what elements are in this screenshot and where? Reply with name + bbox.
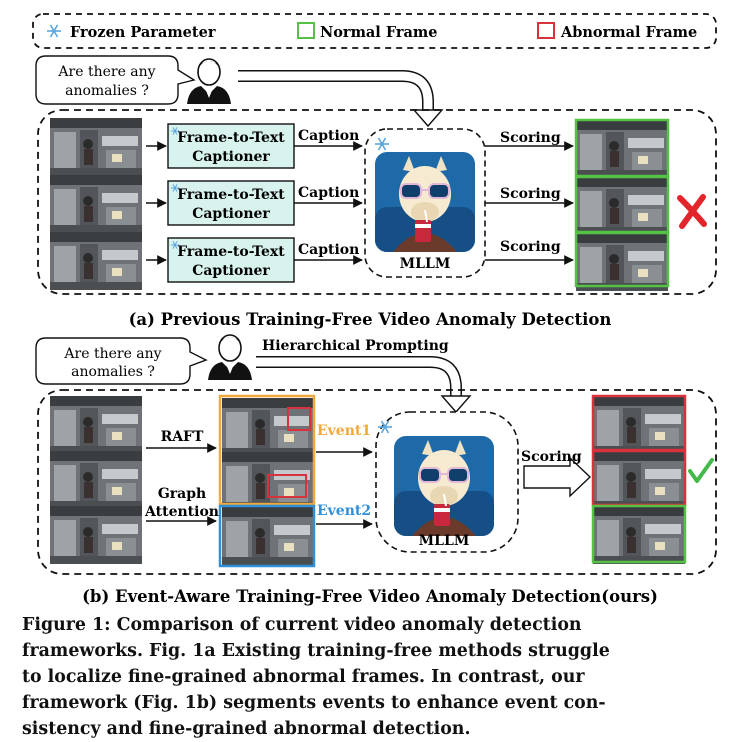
graph-label-line1: Graph bbox=[158, 486, 206, 502]
event2-label: Event2 bbox=[317, 503, 371, 519]
event1-group-border bbox=[218, 394, 316, 506]
question-bubble-a bbox=[35, 55, 196, 105]
input-frame-a3 bbox=[50, 232, 142, 290]
input-frame-b1 bbox=[50, 396, 142, 454]
panel-b-border bbox=[37, 389, 717, 575]
scoring-label-b: Scoring bbox=[521, 449, 582, 465]
scoring-arrow-b bbox=[523, 456, 592, 498]
snowflake-icon bbox=[46, 24, 62, 38]
caption-line: sistency and fine-grained abnormal detec… bbox=[22, 719, 471, 739]
event1-label: Event1 bbox=[317, 423, 371, 439]
user-icon bbox=[207, 334, 253, 381]
event-frame-1 bbox=[222, 398, 314, 456]
user-icon bbox=[186, 58, 232, 105]
caption-line: frameworks. Fig. 1a Existing training-fr… bbox=[22, 641, 610, 661]
legend-normal-label: Normal Frame bbox=[320, 24, 438, 41]
panel-a: Are there any anomalies ? Frame-to-Text … bbox=[35, 55, 717, 329]
panel-a-border bbox=[37, 109, 717, 295]
captioner-label-line1: Frame-to-Text bbox=[177, 187, 285, 203]
legend-abnormal-label: Abnormal Frame bbox=[560, 24, 697, 41]
panel-b: Are there any anomalies ? Hierarchical P… bbox=[35, 334, 717, 606]
input-frame-a1 bbox=[50, 118, 142, 176]
event2-group-border bbox=[218, 504, 316, 568]
panel-a-subtitle: (a) Previous Training-Free Video Anomaly… bbox=[129, 310, 612, 329]
figure-caption: Figure 1: Comparison of current video an… bbox=[22, 612, 722, 742]
captioner-box-a2: Frame-to-Text Captioner bbox=[167, 180, 295, 226]
llama-model-icon bbox=[393, 435, 495, 537]
caption-label-a3: Caption bbox=[298, 242, 359, 258]
graph-label-line2: Attention bbox=[144, 504, 219, 520]
captioner-label-line1: Frame-to-Text bbox=[177, 244, 285, 260]
prompt-arrow-head-b bbox=[440, 395, 472, 414]
captioner-label-line2: Captioner bbox=[192, 149, 270, 165]
check-mark-icon bbox=[688, 458, 714, 483]
diagram-svg: Frozen Parameter Normal Frame Abnormal F… bbox=[32, 13, 717, 606]
question-a-line2: anomalies ? bbox=[65, 83, 149, 99]
scoring-label-a1: Scoring bbox=[500, 130, 561, 146]
input-frame-b3 bbox=[50, 506, 142, 564]
llama-model-icon bbox=[374, 151, 476, 253]
caption-line: framework (Fig. 1b) segments events to e… bbox=[22, 693, 606, 713]
input-frame-a2 bbox=[50, 175, 142, 233]
captioner-box-a3: Frame-to-Text Captioner bbox=[167, 237, 295, 283]
captioner-label-line2: Captioner bbox=[192, 206, 270, 222]
captioner-box-a1: Frame-to-Text Captioner bbox=[167, 123, 295, 169]
legend: Frozen Parameter Normal Frame Abnormal F… bbox=[32, 13, 717, 49]
scoring-label-a2: Scoring bbox=[500, 186, 561, 202]
legend-normal-swatch bbox=[297, 22, 315, 39]
input-frame-b2 bbox=[50, 451, 142, 509]
event-frame-3 bbox=[222, 507, 314, 565]
output-frame-a1 bbox=[576, 120, 668, 178]
captioner-label-line1: Frame-to-Text bbox=[177, 130, 285, 146]
question-bubble-b bbox=[35, 337, 208, 385]
caption-label-a1: Caption bbox=[298, 128, 359, 144]
legend-frozen-label: Frozen Parameter bbox=[70, 24, 216, 41]
question-b-line1: Are there any bbox=[63, 346, 161, 362]
prompt-arrow-head-a bbox=[412, 109, 444, 128]
anomaly-box-1 bbox=[287, 407, 311, 431]
cross-mark-icon bbox=[677, 194, 707, 229]
anomaly-box-2 bbox=[267, 474, 307, 498]
output-frame-b3 bbox=[593, 506, 685, 564]
legend-abnormal-swatch bbox=[537, 22, 555, 39]
raft-label: RAFT bbox=[161, 429, 204, 445]
caption-label-a2: Caption bbox=[298, 185, 359, 201]
hierarchical-prompting-label: Hierarchical Prompting bbox=[262, 338, 449, 354]
mllm-label-b: MLLM bbox=[419, 533, 470, 549]
captioner-label-line2: Captioner bbox=[192, 263, 270, 279]
mllm-label-a: MLLM bbox=[400, 256, 451, 272]
question-a-line1: Are there any bbox=[57, 64, 155, 80]
caption-line: to localize fine-grained abnormal frames… bbox=[22, 667, 585, 687]
caption-line: Figure 1: Comparison of current video an… bbox=[22, 615, 582, 635]
output-frame-a3 bbox=[576, 233, 668, 291]
legend-border bbox=[32, 13, 717, 49]
question-b-line2: anomalies ? bbox=[71, 364, 155, 380]
output-frame-a2 bbox=[576, 177, 668, 235]
panel-b-subtitle: (b) Event-Aware Training-Free Video Anom… bbox=[82, 587, 658, 606]
output-frame-b2 bbox=[593, 451, 685, 509]
scoring-label-a3: Scoring bbox=[500, 239, 561, 255]
output-frame-b1 bbox=[593, 396, 685, 454]
